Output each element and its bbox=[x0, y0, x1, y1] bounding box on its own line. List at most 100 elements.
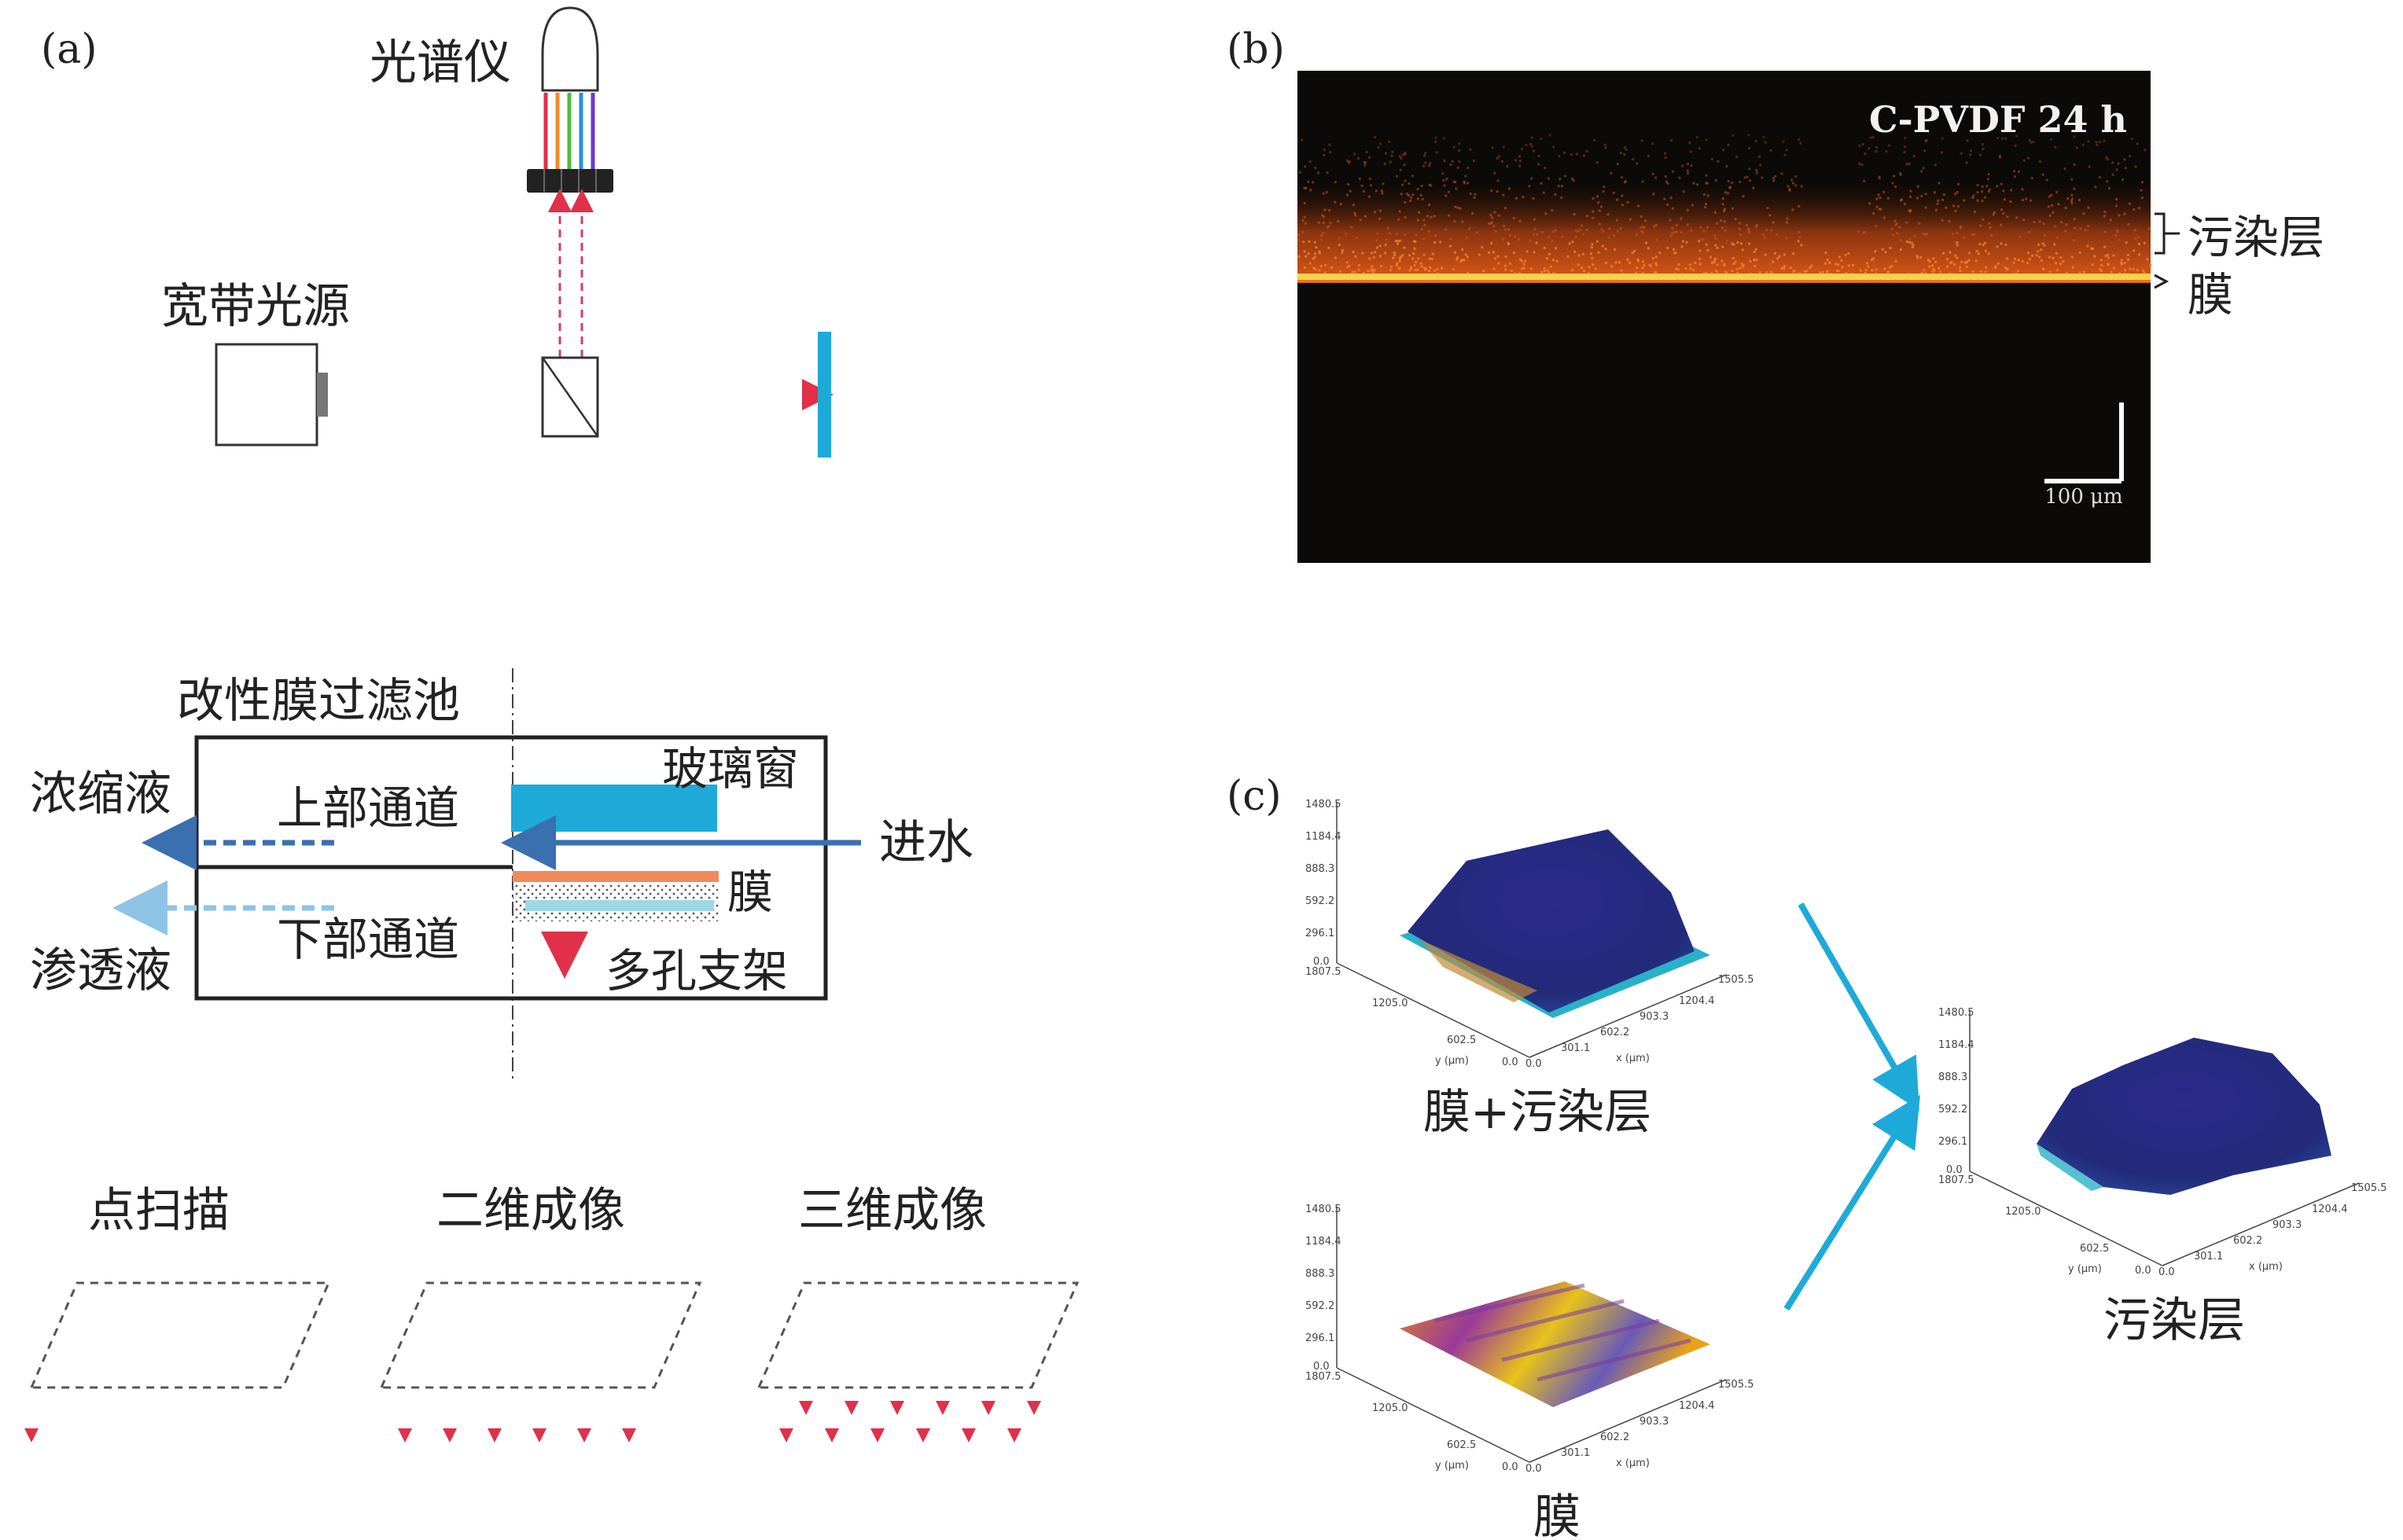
scan-3d-label: 三维成像 bbox=[798, 1183, 987, 1238]
svg-text:301.1: 301.1 bbox=[2194, 1251, 2223, 1263]
svg-text:602.2: 602.2 bbox=[2233, 1235, 2262, 1247]
oct-image bbox=[1297, 71, 2151, 563]
svg-text:888.3: 888.3 bbox=[1305, 863, 1334, 875]
scan-beam-head bbox=[779, 1428, 793, 1443]
grating-block bbox=[527, 169, 613, 193]
spectrometer-label: 光谱仪 bbox=[370, 35, 511, 90]
foul-layer-label: 污染层 bbox=[2188, 211, 2324, 264]
svg-text:1204.4: 1204.4 bbox=[1679, 995, 1715, 1007]
light-source-box bbox=[215, 343, 318, 447]
spectrometer-body bbox=[541, 6, 599, 92]
spectrometer: 光谱仪 bbox=[370, 6, 613, 193]
plot-fouling: 1480.5 1184.4 888.3 592.2 296.1 0.0 1807… bbox=[1938, 1007, 2387, 1278]
svg-text:1184.4: 1184.4 bbox=[1305, 1236, 1341, 1248]
scan-2d-label: 二维成像 bbox=[436, 1183, 625, 1238]
panel-b: (b) C-PVDF 24 h 100 μm 污染层 膜 bbox=[1227, 26, 2324, 563]
svg-text:301.1: 301.1 bbox=[1561, 1447, 1590, 1459]
permeate-label: 渗透液 bbox=[30, 943, 171, 998]
support-channel bbox=[525, 900, 714, 911]
svg-text:888.3: 888.3 bbox=[1938, 1071, 1967, 1083]
svg-text:0.0: 0.0 bbox=[1313, 956, 1330, 968]
svg-text:1807.5: 1807.5 bbox=[1938, 1174, 1974, 1186]
light-source: 宽带光源 bbox=[161, 279, 350, 447]
svg-text:903.3: 903.3 bbox=[1639, 1416, 1669, 1428]
scan-3d-plane bbox=[756, 1281, 1080, 1389]
plot2-caption: 膜 bbox=[1533, 1490, 1581, 1540]
svg-text:0.0: 0.0 bbox=[2158, 1266, 2175, 1278]
panel-a: (a) 光谱仪 宽带光源 bbox=[24, 6, 1080, 1443]
scan-beam-head bbox=[577, 1428, 591, 1443]
svg-text:1505.5: 1505.5 bbox=[2351, 1182, 2387, 1194]
svg-text:888.3: 888.3 bbox=[1305, 1268, 1334, 1280]
light-source-label: 宽带光源 bbox=[161, 279, 350, 334]
scan-beam-head bbox=[981, 1401, 995, 1415]
svg-text:1204.4: 1204.4 bbox=[2312, 1204, 2348, 1215]
scan-beam-head bbox=[962, 1428, 976, 1443]
combine-arrow-top bbox=[1798, 902, 1919, 1111]
svg-text:296.1: 296.1 bbox=[1305, 928, 1334, 939]
svg-text:602.5: 602.5 bbox=[1447, 1439, 1476, 1451]
panel-a-tag: (a) bbox=[41, 26, 98, 73]
panel-b-tag: (b) bbox=[1227, 26, 1285, 73]
scan-beam-head bbox=[825, 1428, 839, 1443]
svg-text:1184.4: 1184.4 bbox=[1305, 831, 1341, 843]
beam-splitter bbox=[541, 356, 599, 438]
svg-text:903.3: 903.3 bbox=[1639, 1011, 1669, 1023]
scan-beam-head bbox=[398, 1428, 412, 1443]
svg-text:592.2: 592.2 bbox=[1938, 1104, 1967, 1115]
svg-text:0.0: 0.0 bbox=[1525, 1058, 1542, 1070]
svg-text:x (μm): x (μm) bbox=[1616, 1053, 1650, 1064]
plot-membrane: 1480.5 1184.4 888.3 592.2 296.1 0.0 1807… bbox=[1305, 1204, 1754, 1475]
cell-title: 改性膜过滤池 bbox=[177, 674, 460, 729]
membrane-image-label: 膜 bbox=[2188, 268, 2233, 322]
scan-beam-head bbox=[799, 1401, 813, 1415]
scan-beam-head bbox=[1007, 1428, 1021, 1443]
scale-bar-label: 100 μm bbox=[2044, 485, 2122, 509]
reference-mirror bbox=[818, 332, 831, 458]
svg-text:1204.4: 1204.4 bbox=[1679, 1400, 1715, 1412]
scan-beam-head bbox=[870, 1428, 885, 1443]
svg-text:0.0: 0.0 bbox=[1525, 1463, 1542, 1475]
svg-text:x (μm): x (μm) bbox=[2249, 1261, 2283, 1273]
scan-beam-head bbox=[890, 1401, 904, 1415]
scan-arrows bbox=[24, 1246, 1041, 1443]
svg-text:1807.5: 1807.5 bbox=[1305, 1371, 1341, 1383]
feed-label: 进水 bbox=[879, 815, 973, 870]
svg-text:602.5: 602.5 bbox=[1447, 1035, 1476, 1046]
scan-beam-head bbox=[532, 1428, 546, 1443]
membrane-layer bbox=[513, 871, 719, 882]
scan-beam-head bbox=[622, 1428, 636, 1443]
svg-text:0.0: 0.0 bbox=[2135, 1265, 2151, 1277]
scan-beam-head bbox=[443, 1428, 457, 1443]
svg-text:592.2: 592.2 bbox=[1305, 895, 1334, 907]
svg-text:0.0: 0.0 bbox=[1946, 1164, 1963, 1176]
svg-text:1480.5: 1480.5 bbox=[1938, 1007, 1974, 1019]
point-scan-plane bbox=[29, 1281, 331, 1389]
svg-text:301.1: 301.1 bbox=[1561, 1042, 1590, 1054]
oct-image-title: C-PVDF 24 h bbox=[1869, 98, 2127, 141]
svg-text:1505.5: 1505.5 bbox=[1718, 1379, 1754, 1391]
scan-beam-head bbox=[916, 1428, 930, 1443]
svg-text:1480.5: 1480.5 bbox=[1305, 799, 1341, 810]
scan-beam-head bbox=[936, 1401, 950, 1415]
svg-text:296.1: 296.1 bbox=[1938, 1136, 1967, 1148]
panel-c: (c) 1480.5 1184.4 888.3 592.2 296.1 0.0 … bbox=[1227, 773, 2387, 1540]
porous-support-label: 多孔支架 bbox=[605, 944, 788, 998]
scan-beam-head bbox=[488, 1428, 502, 1443]
spectrometer-fibers bbox=[543, 93, 595, 169]
plot-membrane-fouling: 1480.5 1184.4 888.3 592.2 296.1 0.0 1807… bbox=[1305, 799, 1754, 1070]
combine-arrow-bottom bbox=[1783, 1094, 1920, 1311]
svg-text:1807.5: 1807.5 bbox=[1305, 966, 1341, 978]
lower-channel-label: 下部通道 bbox=[277, 913, 459, 966]
svg-text:1205.0: 1205.0 bbox=[1372, 1402, 1408, 1414]
svg-text:0.0: 0.0 bbox=[1502, 1461, 1518, 1473]
svg-text:592.2: 592.2 bbox=[1305, 1300, 1334, 1312]
svg-text:903.3: 903.3 bbox=[2272, 1219, 2302, 1231]
light-source-aperture bbox=[317, 373, 328, 417]
svg-text:y (μm): y (μm) bbox=[1435, 1055, 1469, 1067]
foul-bracket bbox=[2155, 212, 2180, 255]
svg-text:1184.4: 1184.4 bbox=[1938, 1039, 1974, 1051]
svg-text:y (μm): y (μm) bbox=[2068, 1263, 2102, 1275]
svg-text:602.2: 602.2 bbox=[1600, 1027, 1629, 1038]
